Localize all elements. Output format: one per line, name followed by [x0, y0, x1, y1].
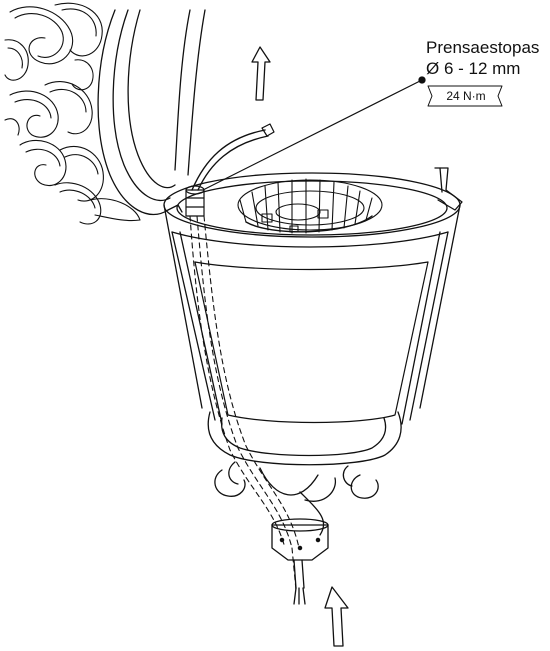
torque-value: 24 N·m — [446, 89, 486, 103]
up-arrow-icon — [324, 586, 349, 647]
cable-gland-label: Prensaestopas — [426, 38, 540, 57]
lantern-lid-open — [97, 9, 206, 215]
callout-leader — [202, 76, 426, 191]
ornamental-collar — [207, 411, 402, 536]
led-heatsink-module — [237, 178, 383, 234]
incoming-cable — [293, 559, 306, 605]
pendant-fitting — [271, 518, 329, 561]
torque-badge: 24 N·m — [426, 86, 506, 106]
up-arrow-icon — [251, 46, 271, 101]
lantern-body — [163, 167, 463, 425]
decorative-scroll-bracket — [4, 2, 141, 225]
torque-badge-frame — [427, 85, 503, 107]
cable-diameter-range: Ø 6 - 12 mm — [426, 59, 521, 78]
cable-gland — [185, 123, 275, 217]
cable-route-dashed — [189, 215, 300, 591]
